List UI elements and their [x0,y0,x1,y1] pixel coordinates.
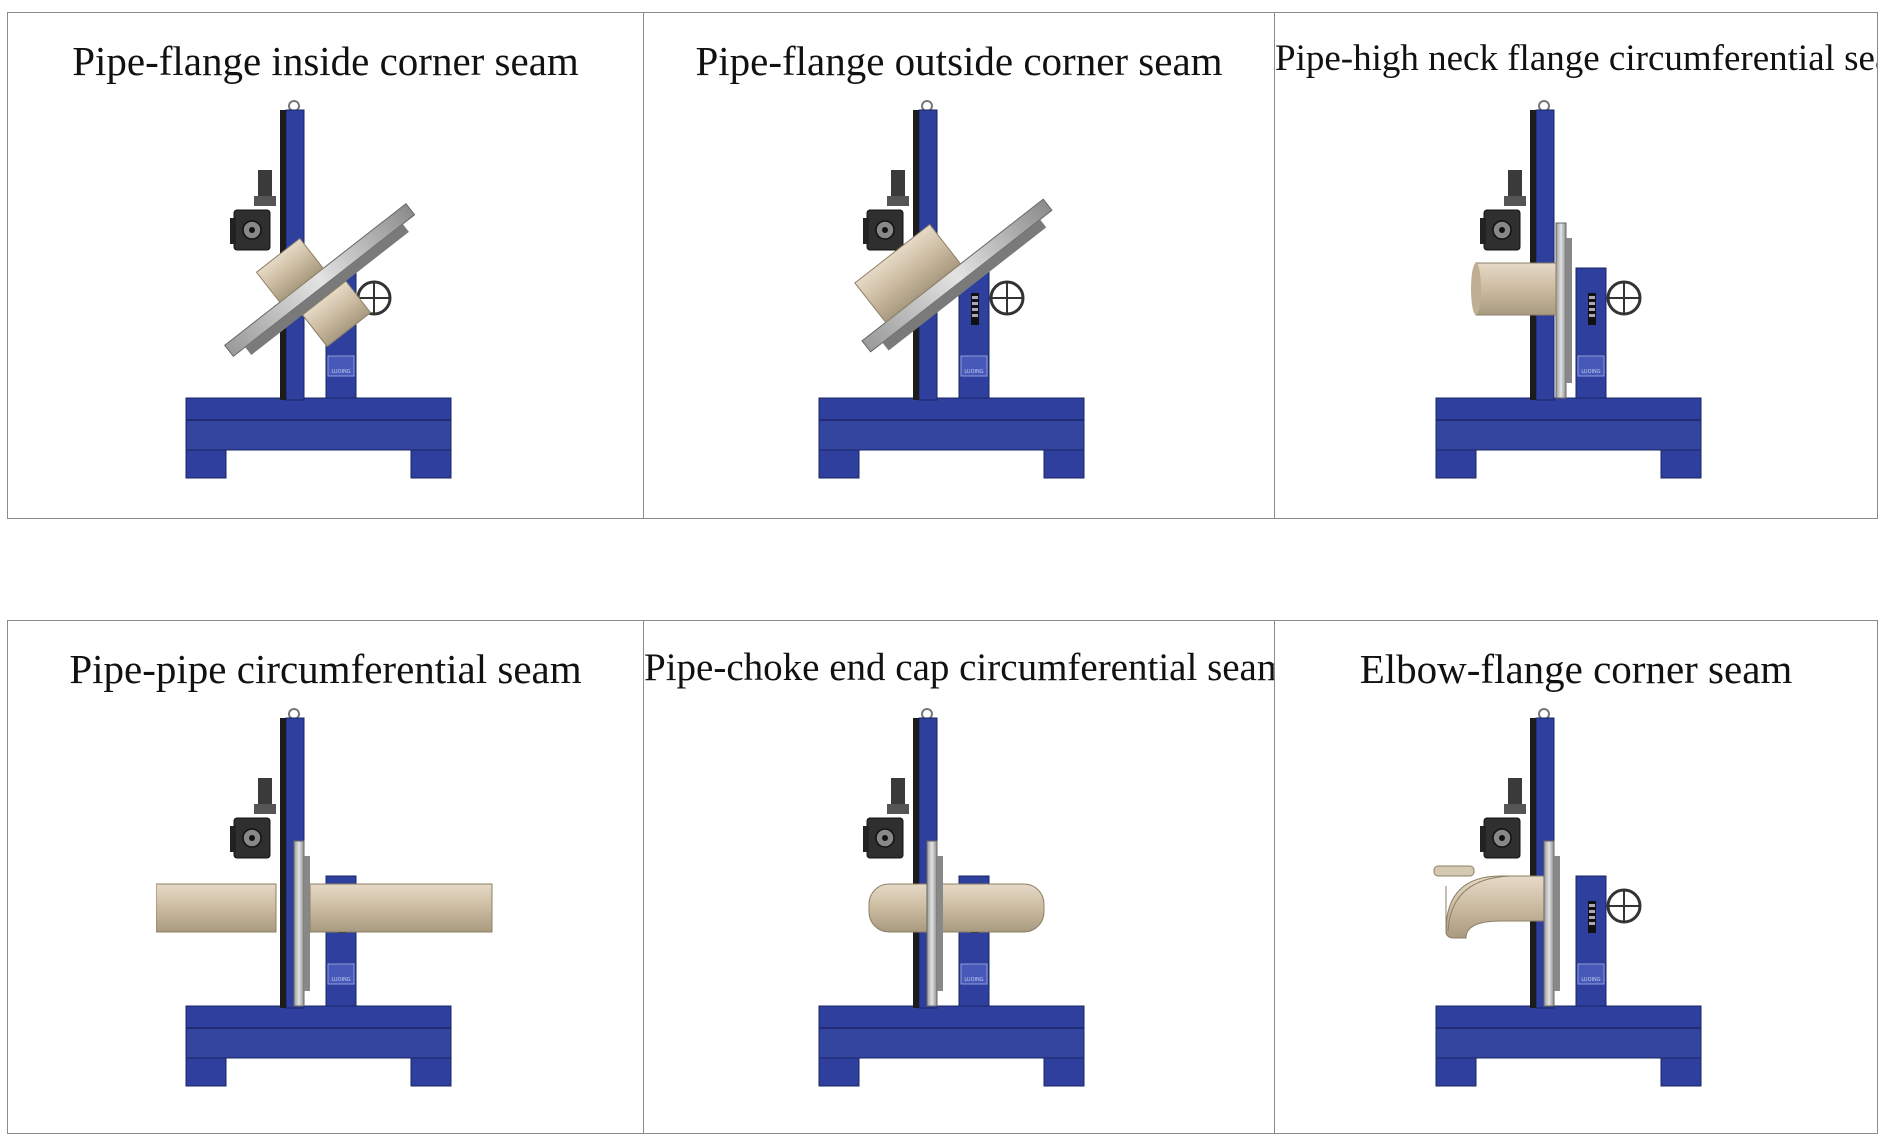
panel-title: Elbow-flange corner seam [1359,646,1793,692]
panel-title: Pipe-high neck flange circumferential se… [1275,38,1877,79]
panel-elbow-flange-corner: Elbow-flange corner seam [1275,621,1877,1133]
panel-pipe-choke-end-cap: Pipe-choke end cap circumferential seam [644,621,1275,1133]
panel-pipe-flange-inside-corner: Pipe-flange inside corner seam [8,13,644,518]
machine-illustration [155,706,496,1106]
panel-title: Pipe-flange inside corner seam [72,38,579,84]
machine-illustration [809,98,1109,498]
machine-illustration [1426,98,1726,498]
panel-row-bottom: Pipe-pipe circumferential seam Pipe-chok… [7,620,1878,1134]
panel-pipe-high-neck-flange: Pipe-high neck flange circumferential se… [1275,13,1877,518]
panel-pipe-pipe-circumferential: Pipe-pipe circumferential seam [8,621,644,1133]
panel-row-top: Pipe-flange inside corner seam Pipe-flan… [7,12,1878,519]
panel-title: Pipe-flange outside corner seam [695,38,1223,84]
panel-pipe-flange-outside-corner: Pipe-flange outside corner seam [644,13,1275,518]
machine-illustration [1426,706,1726,1106]
machine-illustration [176,98,476,498]
panel-title: Pipe-pipe circumferential seam [69,646,582,692]
panel-title: Pipe-choke end cap circumferential seam [644,646,1275,689]
machine-illustration [809,706,1109,1106]
